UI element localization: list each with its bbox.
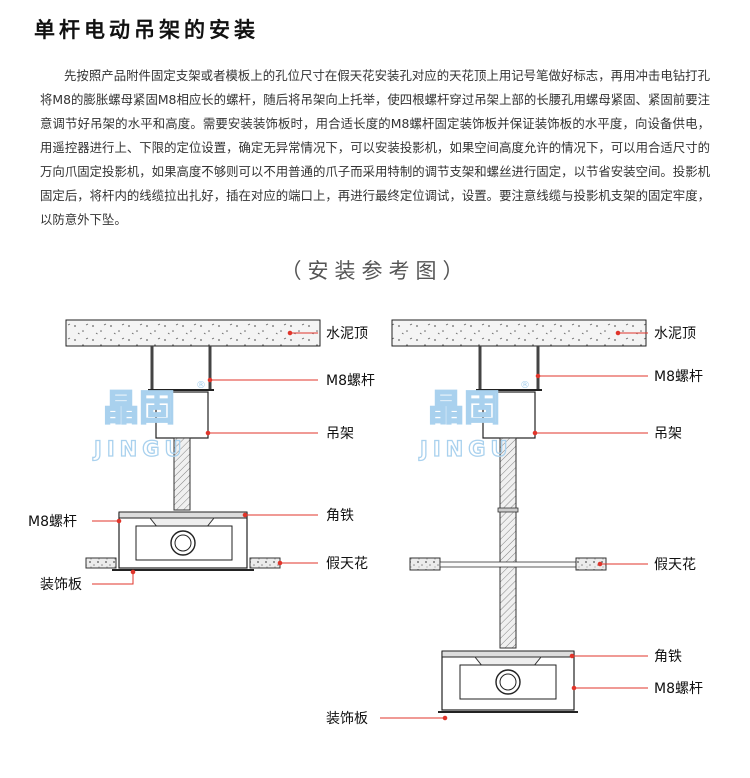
label-rod-left: M8螺杆 [28, 514, 77, 530]
label-ceiling: 水泥顶 [326, 326, 368, 342]
installation-description: 先按照产品附件固定支架或者模板上的孔位尺寸在假天花安装孔对应的天花顶上用记号笔做… [40, 68, 710, 227]
angle-iron [118, 511, 248, 519]
watermark-mark: ® [196, 380, 206, 391]
watermark-mark: ® [520, 380, 530, 391]
false-ceiling-left [409, 557, 441, 571]
label-bracket: 吊架 [654, 426, 682, 442]
hanging-bracket [482, 391, 536, 439]
watermark-logo: 晶固 ® JINGU [91, 380, 206, 462]
watermark-glyphs: 晶固 [428, 388, 500, 429]
leader-lines [380, 330, 648, 721]
angle-iron [441, 650, 575, 658]
label-rod-top: M8螺杆 [654, 369, 703, 385]
false-ceiling-bar [439, 561, 577, 568]
label-ceiling: 水泥顶 [654, 326, 696, 342]
watermark-latin: JINGU [92, 437, 187, 461]
label-false-ceiling: 假天花 [326, 556, 368, 572]
false-ceiling-right [249, 557, 281, 569]
hanging-bracket [155, 391, 209, 439]
projector-lens-inner [499, 673, 517, 691]
page-title: 单杆电动吊架的安装 [34, 18, 259, 42]
diagram-subtitle: （安装参考图） [280, 259, 470, 283]
label-bracket: 吊架 [326, 426, 354, 442]
leader-lines [92, 330, 318, 585]
support-column [173, 437, 191, 511]
label-panel: 装饰板 [326, 711, 368, 727]
label-angle-iron: 角铁 [326, 508, 354, 524]
false-ceiling-left [85, 557, 117, 569]
label-false-ceiling: 假天花 [654, 557, 696, 573]
column-joint [497, 507, 519, 513]
label-panel: 装饰板 [40, 577, 82, 593]
label-rod-bottom: M8螺杆 [654, 681, 703, 697]
concrete-ceiling [65, 319, 321, 347]
projector-lens-inner [174, 534, 192, 552]
left-diagram: 水泥顶 M8螺杆 吊架 角铁 假天花 M8螺杆 装饰板 晶固 ® JINGU [28, 319, 375, 593]
watermark-latin: JINGU [418, 437, 513, 461]
watermark-logo: 晶固 ® JINGU [417, 380, 530, 462]
watermark-glyphs: 晶固 [103, 388, 175, 429]
label-rod-top: M8螺杆 [326, 373, 375, 389]
support-column [499, 437, 517, 649]
concrete-ceiling [391, 319, 647, 347]
right-diagram: 水泥顶 M8螺杆 吊架 假天花 角铁 M8螺杆 装饰板 晶固 ® JINGU [326, 319, 703, 727]
label-angle-iron: 角铁 [654, 649, 682, 665]
installation-diagram: 水泥顶 M8螺杆 吊架 角铁 假天花 M8螺杆 装饰板 晶固 ® JINGU [28, 319, 703, 727]
